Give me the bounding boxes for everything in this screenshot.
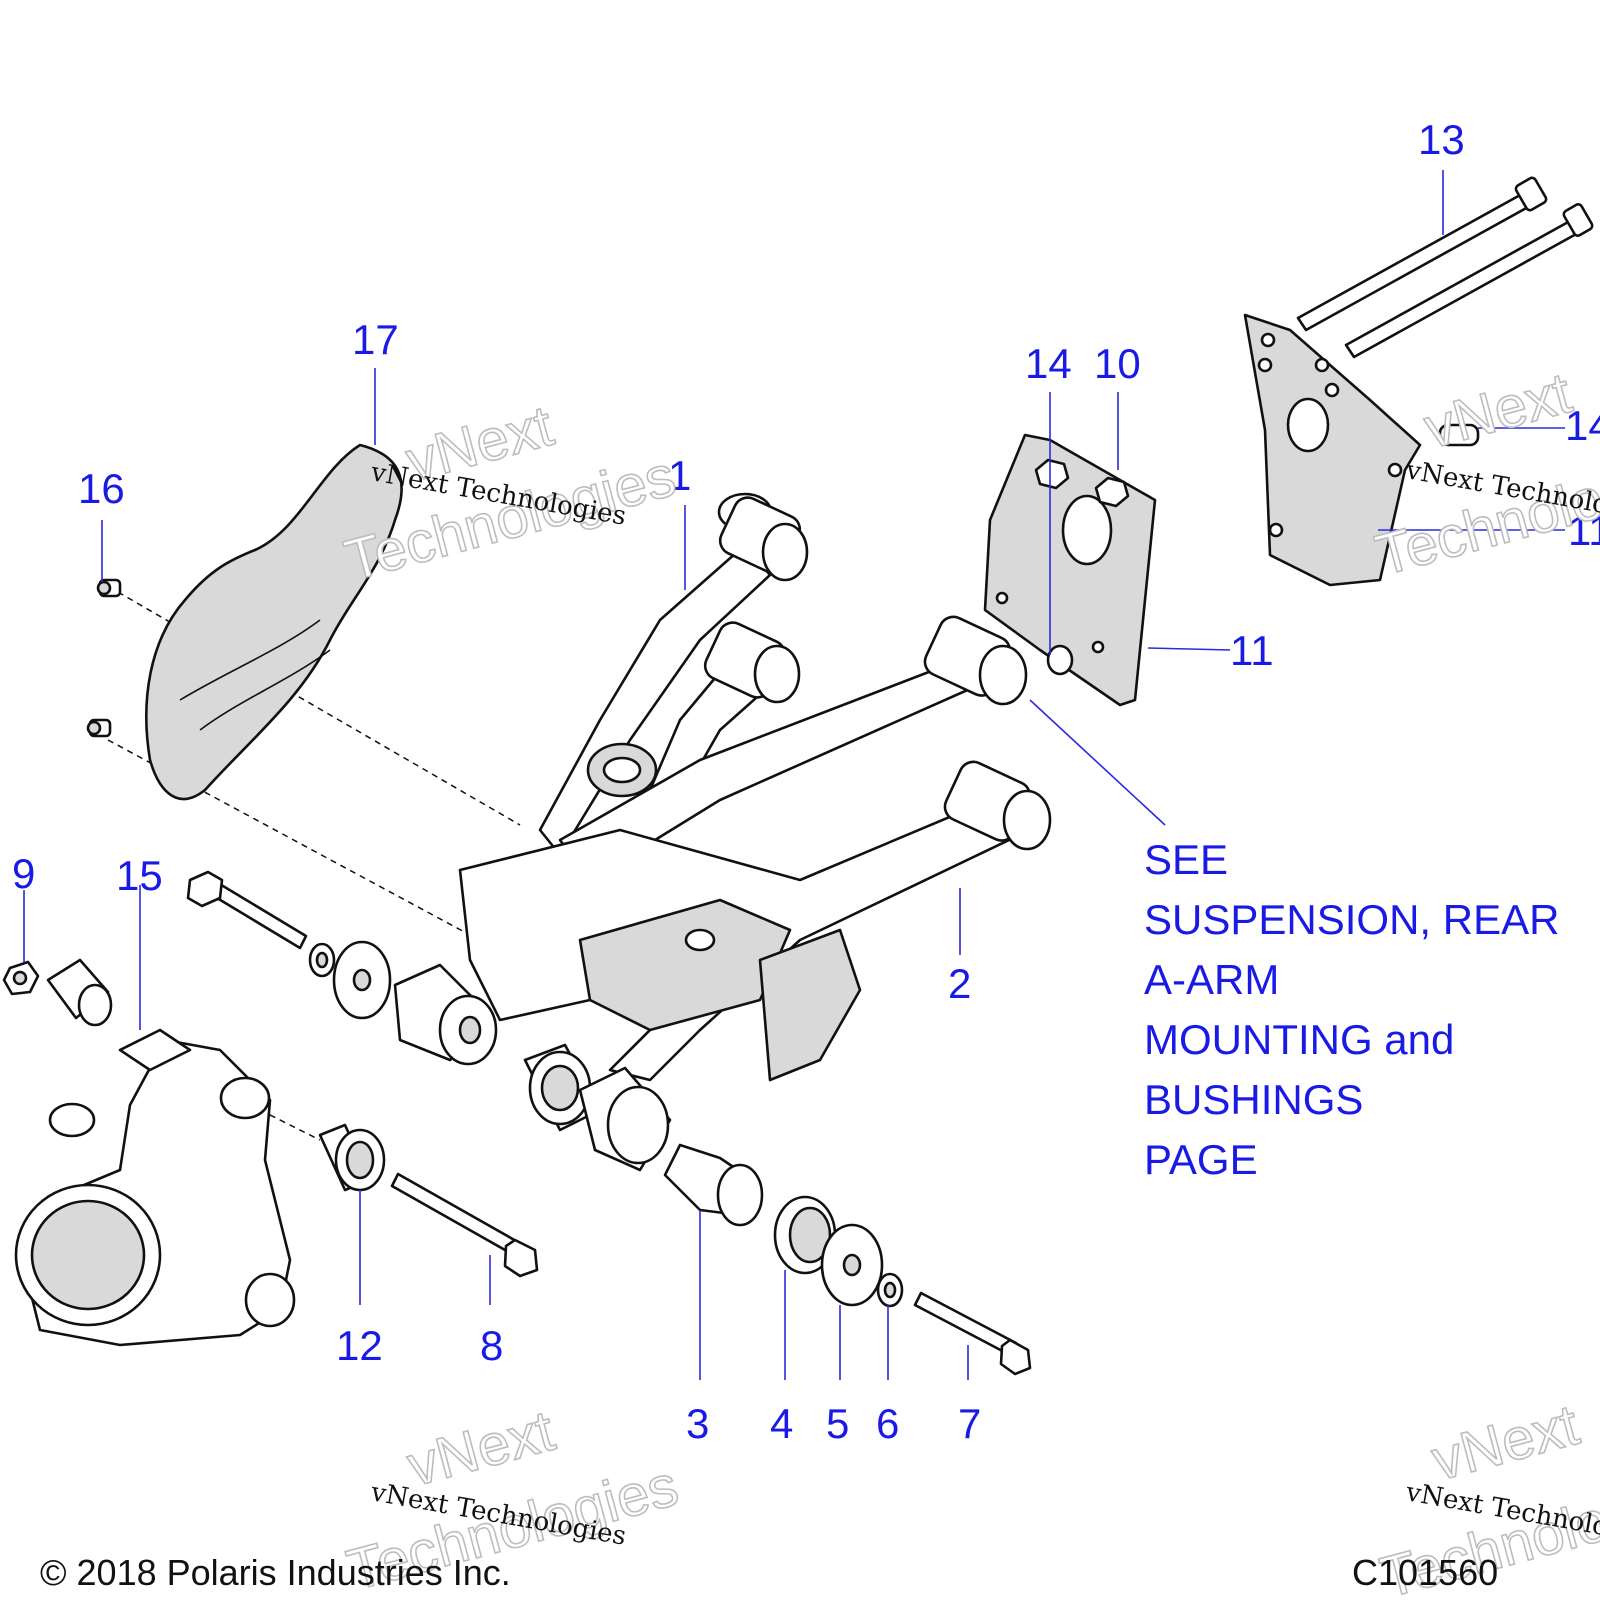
watermark-large-line1-right: vNext	[1418, 360, 1578, 461]
callout-10: 10	[1094, 340, 1141, 387]
chassis-plate	[1243, 313, 1480, 587]
knuckle	[14, 1028, 296, 1347]
spacer-left	[46, 958, 113, 1027]
callout-9: 9	[12, 850, 35, 897]
bolt-upper-left	[186, 870, 308, 950]
leader-lines	[23, 170, 1565, 1380]
drawing-id: C101560	[1352, 1552, 1499, 1593]
copyright-text: © 2018 Polaris Industries Inc.	[40, 1552, 511, 1593]
callout-16: 16	[78, 465, 125, 512]
callout-15: 15	[116, 852, 163, 899]
note-line: PAGE	[1144, 1136, 1258, 1183]
note-line: SEE	[1144, 836, 1229, 883]
watermark-large-line1-bottom: vNext	[401, 1398, 561, 1499]
callout-6: 6	[876, 1400, 899, 1447]
washer-small	[876, 1272, 904, 1308]
callout-12: 12	[336, 1322, 383, 1369]
heat-shield	[145, 443, 403, 801]
callout-14: 14	[1025, 340, 1072, 387]
callout-8: 8	[480, 1322, 503, 1369]
nut	[2, 960, 40, 996]
callout-1: 1	[668, 452, 691, 499]
long-bolt-upper	[1296, 176, 1548, 332]
note-line: BUSHINGS	[1144, 1076, 1364, 1123]
note-line: SUSPENSION, REAR	[1144, 896, 1560, 943]
callout-4: 4	[770, 1400, 793, 1447]
washer-large	[820, 1223, 884, 1307]
callout-7: 7	[958, 1400, 981, 1447]
bolt-lower	[913, 1291, 1032, 1376]
callout-2: 2	[948, 960, 971, 1007]
callout-11-right: 11	[1568, 507, 1600, 554]
upper-a-arm	[538, 492, 1028, 882]
sleeve	[663, 1143, 764, 1227]
bearing	[773, 1195, 837, 1275]
note-line: A-ARM	[1144, 956, 1280, 1003]
bushing-upper-left	[393, 963, 498, 1066]
mount-bracket	[983, 433, 1157, 707]
washer-large-upper	[332, 940, 392, 1020]
push-pin-upper	[96, 578, 122, 598]
lower-a-arm	[458, 760, 1052, 1082]
callout-17: 17	[352, 316, 399, 363]
see-reference-note: SEE SUSPENSION, REAR A-ARM MOUNTING and …	[1144, 830, 1559, 1190]
push-pin-lower	[86, 718, 112, 738]
bushing-lower-left	[523, 1043, 672, 1172]
callout-13: 13	[1418, 116, 1465, 163]
watermark-large-line1-bottom-right: vNext	[1425, 1392, 1585, 1493]
callout-14-right: 14	[1565, 402, 1600, 449]
washer-small-upper	[308, 942, 336, 978]
callout-5: 5	[826, 1400, 849, 1447]
callout-11: 11	[1230, 627, 1274, 674]
note-line: MOUNTING and	[1144, 1016, 1455, 1063]
callout-3: 3	[686, 1400, 709, 1447]
long-bolt-lower	[1344, 203, 1594, 359]
bushing-knuckle	[318, 1123, 386, 1192]
bolt-knuckle	[390, 1172, 539, 1278]
